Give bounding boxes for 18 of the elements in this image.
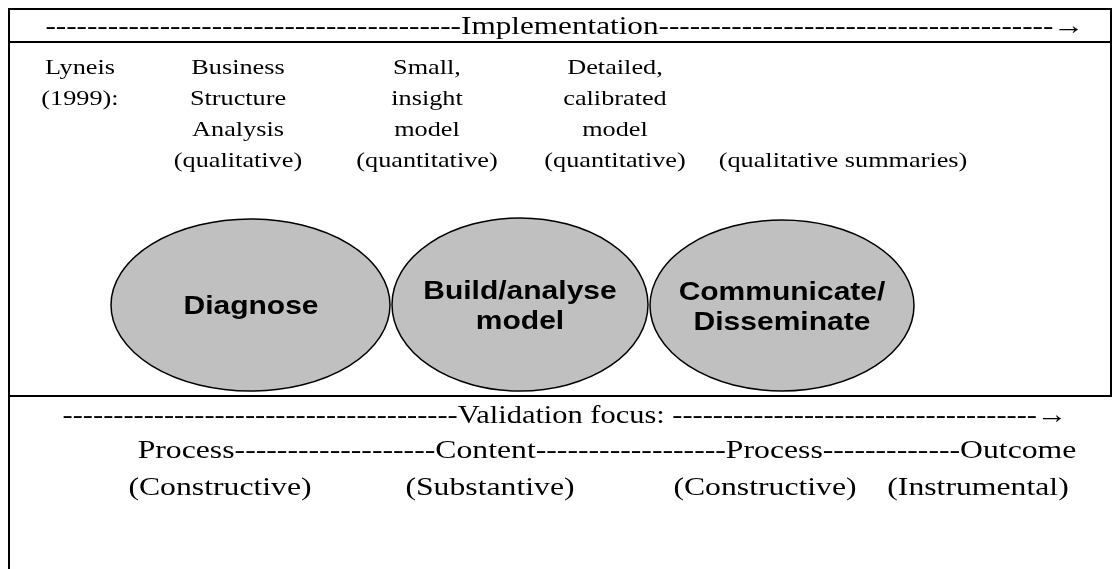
stage-label: Build/analyse model — [422, 274, 618, 335]
stage-ellipse — [649, 219, 915, 392]
text-label: (Instrumental) — [887, 472, 1069, 502]
text-label: ---------------------------------------Validation focus: ------------------------------------→ — [62, 400, 1068, 430]
stage-label: Diagnose — [182, 290, 319, 320]
stage-ellipse — [391, 217, 649, 392]
text-label: Business Structure Analysis (qualitative) — [173, 54, 303, 174]
text-label: (Constructive) — [673, 472, 857, 502]
text-label: Process-------------------Content------------------Process-------------Outcome — [137, 435, 1077, 465]
stage-label: Communicate/ Disseminate — [677, 275, 887, 336]
text-label: Lyneis (1999): — [41, 54, 119, 112]
text-label: (qualitative summaries) — [718, 147, 968, 174]
text-label: ----------------------------------------Implementation--------------------------------------→ — [45, 11, 1085, 41]
stage-ellipse — [110, 218, 391, 392]
text-label: (Constructive) — [128, 472, 312, 502]
text-label: Detailed, calibrated model (quantitative) — [544, 54, 686, 174]
text-label: Small, insight model (quantitative) — [356, 54, 498, 174]
text-label: (Substantive) — [405, 472, 575, 502]
